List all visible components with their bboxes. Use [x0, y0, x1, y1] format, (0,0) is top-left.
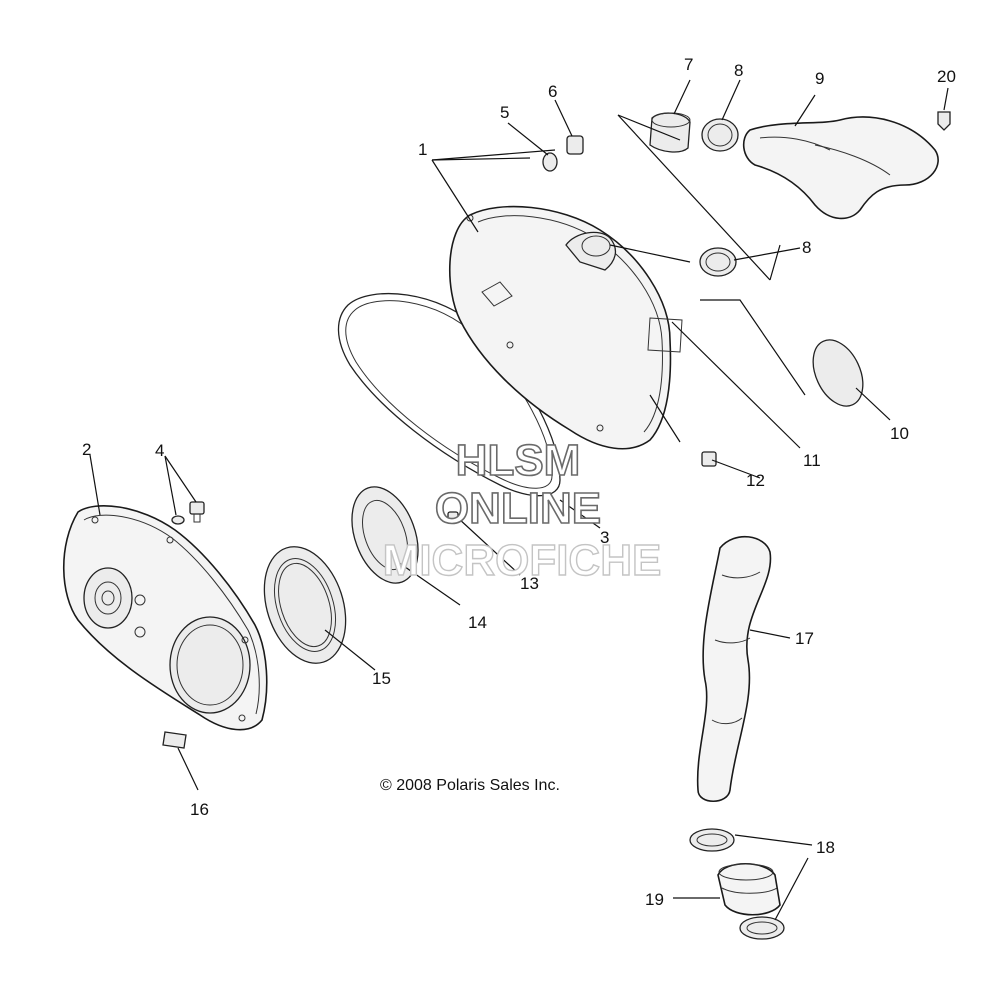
part-hose-clamp-upper: [701, 118, 739, 152]
callout-2: 2: [82, 440, 91, 459]
callout-5: 5: [500, 103, 509, 122]
callout-1: 1: [418, 140, 427, 159]
callout-18: 18: [816, 838, 835, 857]
part-bolt-washer: [171, 501, 205, 525]
watermark-line-1: HLSM: [456, 436, 581, 485]
part-duct-adapter: [649, 112, 691, 153]
callout-9: 9: [815, 69, 824, 88]
part-cover-plate: [351, 486, 419, 584]
part-hose-clamp-lower-top: [689, 828, 735, 852]
callout-17: 17: [795, 629, 814, 648]
watermark-line-2: ONLINE: [435, 484, 601, 533]
callout-11: 11: [803, 451, 821, 470]
watermark-line-3: MICROFICHE: [383, 536, 662, 585]
callout-13: 13: [520, 574, 539, 593]
leader-lines: [89, 79, 949, 921]
part-o-ring: [542, 152, 558, 172]
callout-14: 14: [468, 613, 487, 632]
part-seal-ring: [263, 546, 347, 664]
part-coupler-boot: [717, 863, 781, 916]
watermark: HLSM ONLINE MICROFICHE: [382, 435, 662, 586]
callout-4: 4: [155, 441, 164, 460]
part-hose-clamp-middle: [699, 247, 737, 277]
callout-12: 12: [746, 471, 765, 490]
part-inner-clutch-cover: [63, 504, 268, 731]
part-outer-clutch-cover: [448, 205, 683, 450]
callout-10: 10: [890, 424, 909, 443]
callout-3: 3: [600, 528, 609, 547]
part-push-clip: [937, 111, 951, 131]
part-flat-washer: [812, 339, 864, 407]
callout-20: 20: [937, 67, 956, 86]
part-screw: [447, 511, 459, 522]
copyright-notice: © 2008 Polaris Sales Inc.: [380, 777, 560, 794]
callout-7: 7: [684, 55, 693, 74]
callout-8-lower: 8: [802, 238, 811, 257]
callout-labels: 1 2 3 4 5 6 7 8 8 9 10 11 12 13 14 15 16…: [82, 55, 956, 909]
callout-16: 16: [190, 800, 209, 819]
part-hose-clamp-lower-bottom: [739, 916, 785, 940]
callout-19: 19: [645, 890, 664, 909]
part-exhaust-duct: [696, 535, 772, 803]
part-drain-plug: [566, 135, 584, 155]
part-intake-duct: [742, 116, 939, 220]
callout-15: 15: [372, 669, 391, 688]
callout-6: 6: [548, 82, 557, 101]
part-label-decal: [162, 731, 187, 749]
part-bolt: [701, 451, 717, 467]
callout-8-upper: 8: [734, 61, 743, 80]
